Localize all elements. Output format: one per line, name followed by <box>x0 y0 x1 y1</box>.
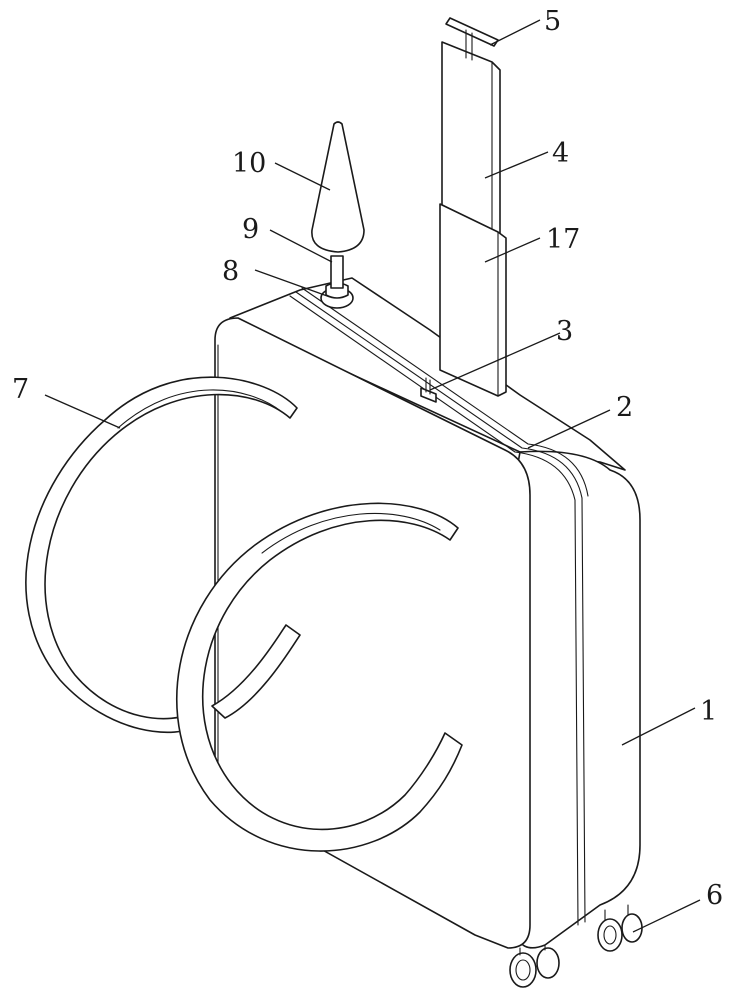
wheel-back-right-hub <box>604 926 616 944</box>
suitcase-side-face <box>515 451 640 947</box>
latch-post <box>426 378 430 394</box>
label-2: 2 <box>616 392 633 423</box>
zipper-seam-line <box>302 288 588 496</box>
antenna <box>312 122 364 308</box>
handle-grip-stem <box>466 30 472 60</box>
wheel-bracket-left <box>520 945 545 955</box>
label-8: 8 <box>222 256 239 287</box>
label-9: 9 <box>242 214 259 245</box>
suitcase-body <box>215 278 640 948</box>
leader-1 <box>622 708 695 745</box>
label-6: 6 <box>706 880 723 911</box>
handle-grip <box>446 18 498 46</box>
telescopic-handle <box>440 18 506 396</box>
leader-8 <box>255 270 330 297</box>
front-strap-band <box>177 503 462 851</box>
label-1: 1 <box>700 696 717 727</box>
leader-4 <box>485 152 548 178</box>
wheel-front-left <box>510 953 536 987</box>
wheel-front-left-2 <box>537 948 559 978</box>
leader-5 <box>490 20 540 45</box>
handle-upper-tube <box>442 42 500 235</box>
leader-9 <box>270 230 332 262</box>
front-strap <box>177 503 462 851</box>
zipper-seam-outer <box>290 296 578 925</box>
label-4: 4 <box>552 138 569 169</box>
wheel-back-right <box>598 919 622 951</box>
label-3: 3 <box>556 316 573 347</box>
label-10: 10 <box>232 148 266 179</box>
leader-2 <box>528 410 610 448</box>
zipper-seam-inner <box>296 292 585 922</box>
handle-lower-sleeve <box>440 204 506 396</box>
leader-6 <box>633 900 700 932</box>
latch <box>421 378 436 402</box>
wheel-back-right-2 <box>622 914 642 942</box>
wheel-front-left-hub <box>516 960 530 980</box>
leader-17 <box>485 238 540 262</box>
label-5: 5 <box>544 6 561 37</box>
leader-10 <box>275 163 330 190</box>
latch-base <box>421 388 436 402</box>
label-7: 7 <box>12 374 29 405</box>
front-strap-inner-edge <box>262 513 440 553</box>
rear-strap-inner-edge <box>118 390 282 428</box>
leader-7 <box>45 395 120 428</box>
antenna-rod <box>331 256 343 288</box>
reference-numerals: 5 4 17 3 2 1 6 10 9 8 7 <box>12 6 723 911</box>
rear-strap-tail <box>212 625 300 718</box>
suitcase-front-face <box>215 318 530 948</box>
antenna-cone <box>312 122 364 252</box>
wheels <box>510 905 642 987</box>
label-17: 17 <box>546 224 580 255</box>
leader-lines <box>45 20 700 932</box>
leader-3 <box>430 333 560 390</box>
wheel-bracket-right <box>605 905 628 920</box>
